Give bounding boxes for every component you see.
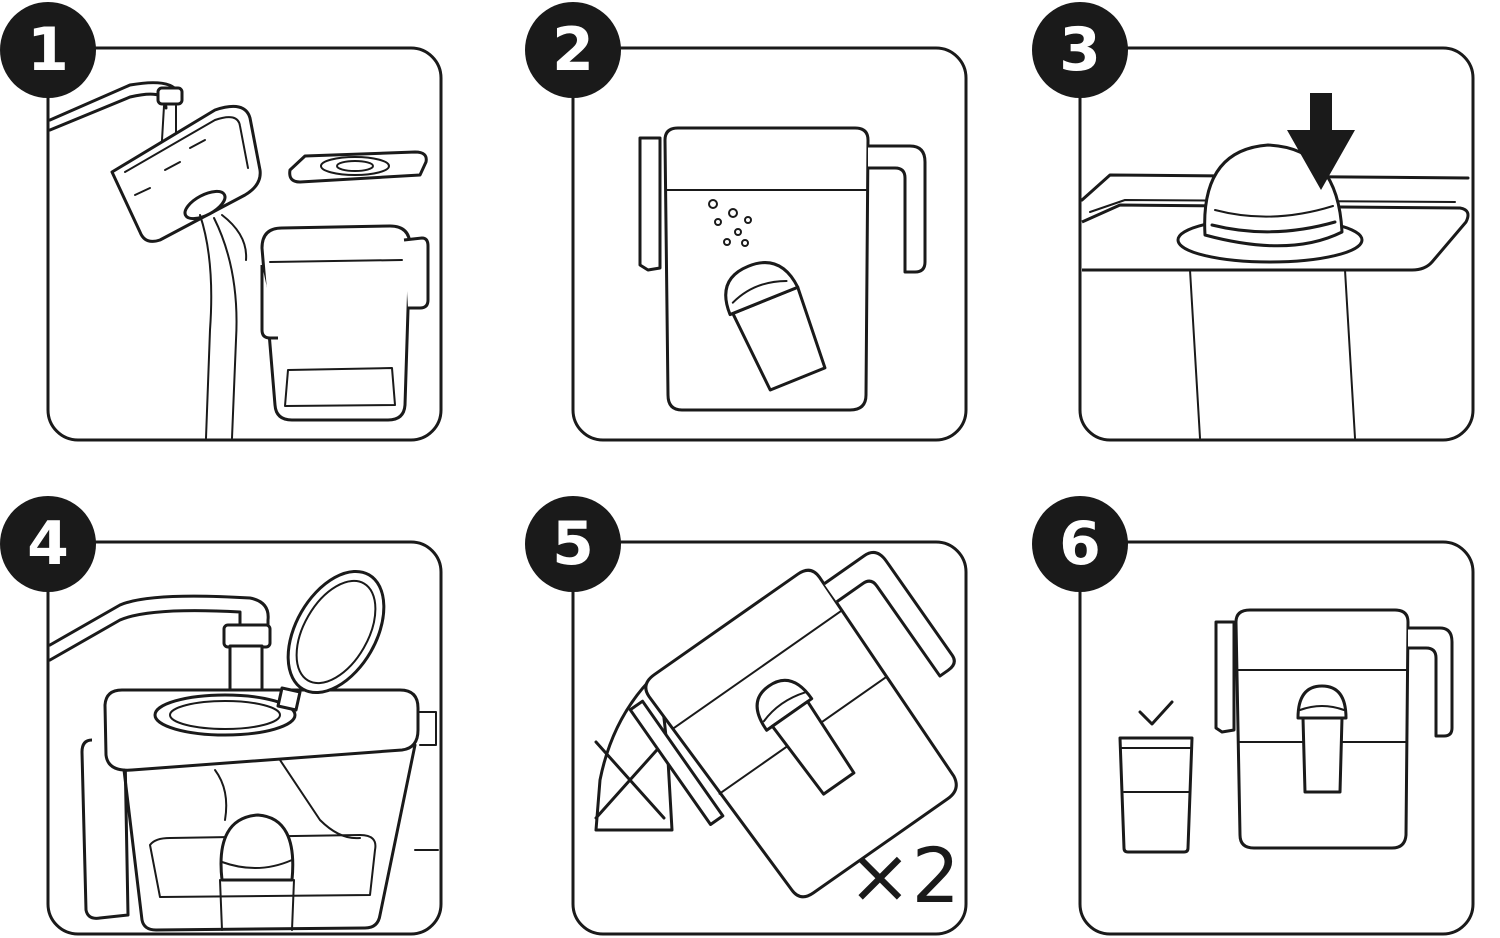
filter-cartridge-icon [1296, 684, 1348, 794]
pitcher-lid-icon [276, 569, 386, 712]
checkmark-icon [1138, 700, 1174, 726]
pitcher-icon [628, 550, 958, 899]
down-arrow-icon [1287, 93, 1355, 190]
faucet-icon [48, 81, 184, 132]
filter-cartridge-icon [110, 104, 262, 243]
pitcher-icon [1214, 608, 1454, 850]
pitcher-icon [80, 688, 439, 932]
step-4-number-badge: 4 [0, 496, 96, 592]
glass-icon [1118, 736, 1194, 854]
filter-cartridge-icon [724, 261, 827, 392]
filter-cartridge-icon [1176, 143, 1364, 264]
step-1-number-badge: 1 [0, 2, 96, 98]
step-6-number-badge: 6 [1032, 496, 1128, 592]
repeat-count-label: ×2 [848, 831, 961, 920]
bubbles-icon [708, 199, 752, 247]
pitcher-icon [260, 224, 430, 422]
cross-mark-icon [594, 740, 666, 820]
filter-cartridge-icon [755, 678, 856, 796]
step-5-number-badge: 5 [525, 496, 621, 592]
pitcher-lid-icon [288, 150, 428, 184]
step-3-number-badge: 3 [1032, 2, 1128, 98]
filter-cartridge-icon [219, 813, 295, 931]
step-2-number-badge: 2 [525, 2, 621, 98]
